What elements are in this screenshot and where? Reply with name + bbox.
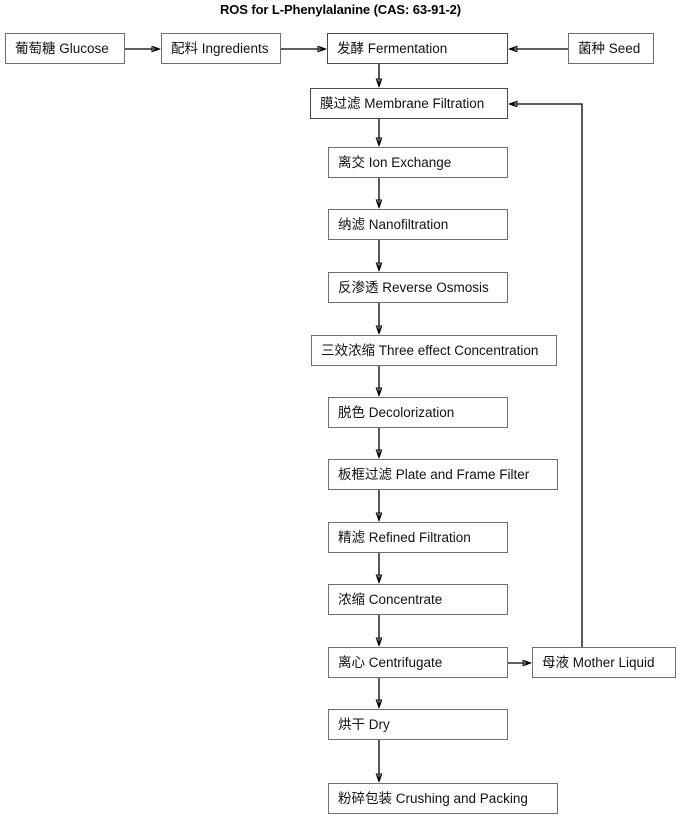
node-nanofiltration[interactable]: 纳滤 Nanofiltration (328, 209, 508, 240)
node-label: 精滤 Refined Filtration (338, 529, 471, 545)
node-dry[interactable]: 烘干 Dry (328, 709, 508, 740)
node-membrane-filtration[interactable]: 膜过滤 Membrane Filtration (310, 88, 508, 119)
node-label: 发酵 Fermentation (337, 40, 448, 56)
node-plate-and-frame-filter[interactable]: 板框过滤 Plate and Frame Filter (328, 459, 558, 490)
node-label: 离心 Centrifugate (338, 654, 443, 670)
node-fermentation[interactable]: 发酵 Fermentation (327, 33, 508, 64)
node-label: 膜过滤 Membrane Filtration (320, 95, 485, 111)
edge-mother-liquid-recycle-to-membrane (510, 104, 583, 647)
node-label: 离交 Ion Exchange (338, 154, 452, 170)
node-label: 配料 Ingredients (171, 40, 269, 56)
node-centrifugate[interactable]: 离心 Centrifugate (328, 647, 508, 678)
node-label: 浓缩 Concentrate (338, 591, 443, 607)
node-label: 脱色 Decolorization (338, 404, 455, 420)
node-label: 反渗透 Reverse Osmosis (338, 279, 489, 295)
node-glucose[interactable]: 葡萄糖 Glucose (5, 33, 125, 64)
node-label: 纳滤 Nanofiltration (338, 216, 449, 232)
node-mother-liquid[interactable]: 母液 Mother Liquid (532, 647, 676, 678)
node-label: 葡萄糖 Glucose (15, 40, 109, 56)
node-reverse-osmosis[interactable]: 反渗透 Reverse Osmosis (328, 272, 508, 303)
node-ingredients[interactable]: 配料 Ingredients (161, 33, 281, 64)
node-label: 母液 Mother Liquid (542, 654, 655, 670)
node-crushing-and-packing[interactable]: 粉碎包装 Crushing and Packing (328, 783, 558, 814)
node-label: 粉碎包装 Crushing and Packing (338, 790, 528, 806)
node-ion-exchange[interactable]: 离交 Ion Exchange (328, 147, 508, 178)
node-three-effect-concentration[interactable]: 三效浓缩 Three effect Concentration (311, 335, 557, 366)
node-label: 菌种 Seed (578, 40, 641, 56)
node-label: 三效浓缩 Three effect Concentration (321, 342, 539, 358)
node-decolorization[interactable]: 脱色 Decolorization (328, 397, 508, 428)
node-label: 烘干 Dry (338, 716, 390, 732)
node-refined-filtration[interactable]: 精滤 Refined Filtration (328, 522, 508, 553)
node-seed[interactable]: 菌种 Seed (568, 33, 654, 64)
node-concentrate[interactable]: 浓缩 Concentrate (328, 584, 508, 615)
node-label: 板框过滤 Plate and Frame Filter (338, 466, 530, 482)
page-title: ROS for L-Phenylalanine (CAS: 63-91-2) (219, 2, 462, 17)
